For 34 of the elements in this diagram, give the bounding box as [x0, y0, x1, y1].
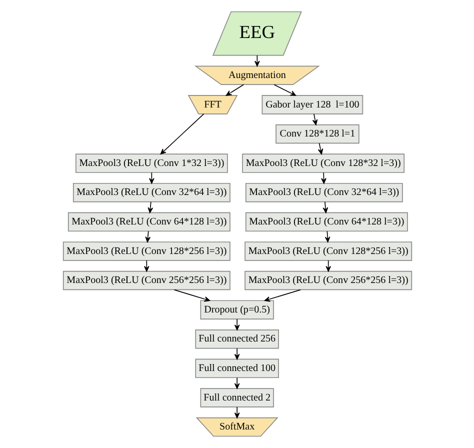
node-box: MaxPool3 (ReLU (Conv 256*256 l=3)): [244, 270, 412, 290]
node-box: MaxPool3 (ReLU (Conv 32*64 l=3)): [244, 182, 402, 202]
arrow: [143, 260, 149, 272]
node-box: MaxPool3 (ReLU (Conv 1*32 l=3)): [75, 154, 228, 173]
arrow: [317, 142, 323, 154]
node-box: Full connected 256: [194, 330, 278, 349]
arrow: [234, 377, 240, 389]
arrow: [325, 260, 331, 272]
arrow: [234, 406, 240, 418]
arrow: [264, 289, 300, 302]
node-box: MaxPool3 (ReLU (Conv 32*64 l=3)): [72, 182, 230, 202]
arrow: [312, 114, 318, 126]
node-box: MaxPool3 (ReLU (Conv 128*256 l=3)): [244, 242, 412, 261]
arrow: [234, 318, 240, 330]
arrow: [234, 348, 240, 360]
arrow: [144, 230, 150, 242]
arrow: [225, 84, 244, 96]
arrow: [324, 230, 330, 242]
arrow: [273, 84, 296, 96]
arrow: [173, 289, 210, 302]
node-box: Dropout (p=0.5): [200, 300, 274, 320]
node-box: MaxPool3 (ReLU (Conv 128*32 l=3)): [242, 154, 404, 173]
arrow: [320, 172, 326, 184]
node-box: MaxPool3 (ReLU (Conv 256*256 l=3)): [62, 270, 230, 290]
node-box: Gabor layer 128 l=100: [261, 95, 363, 114]
node-box: Full connected 2: [200, 388, 274, 408]
arrow: [322, 201, 328, 214]
arrow: [160, 114, 204, 154]
node-box: MaxPool3 (ReLU (Conv 64*128 l=3)): [67, 212, 230, 232]
node-box: Full connected 100: [194, 358, 278, 378]
arrow: [147, 201, 153, 214]
node-box: MaxPool3 (ReLU (Conv 128*256 l=3)): [62, 242, 230, 261]
node-box: Conv 128*128 l=1: [275, 124, 359, 144]
node-box: MaxPool3 (ReLU (Conv 64*128 l=3)): [244, 212, 408, 232]
